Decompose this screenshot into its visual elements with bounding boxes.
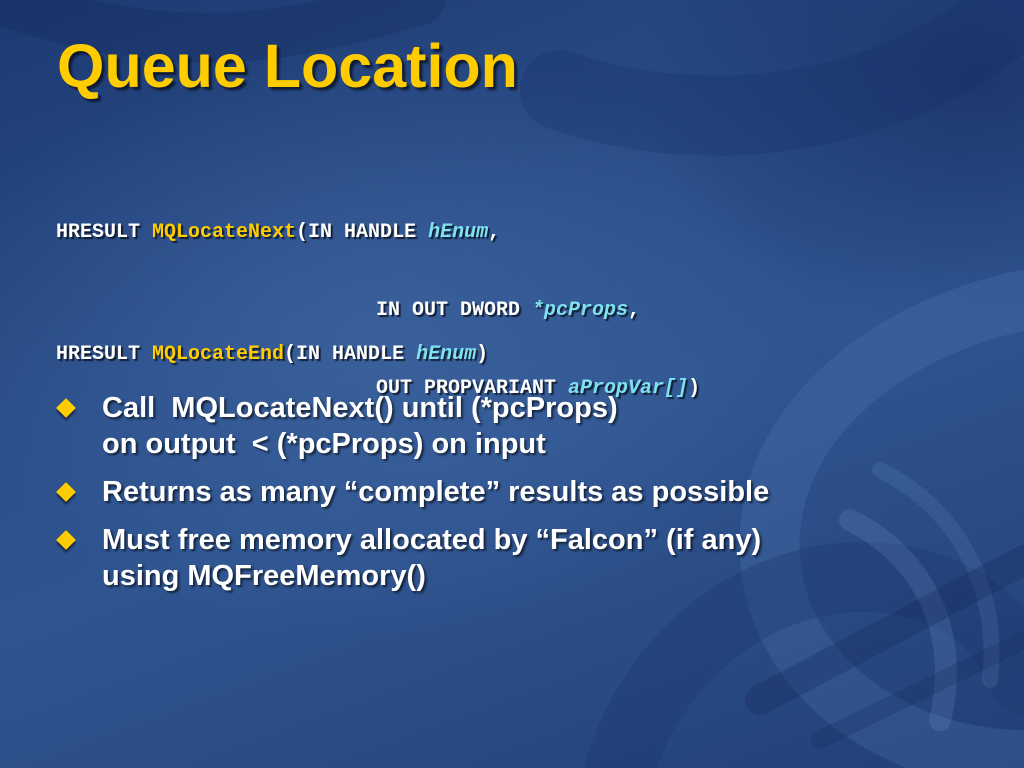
slide-title: Queue Location bbox=[57, 32, 518, 100]
arg-close: ) bbox=[476, 343, 489, 366]
diamond-bullet-icon bbox=[56, 530, 76, 550]
bullet-text-line: Returns as many “complete” results as po… bbox=[102, 476, 770, 508]
mqlocateend-line: HRESULT MQLocateEnd(IN HANDLE hEnum) bbox=[56, 342, 488, 368]
bullet-item: Returns as many “complete” results as po… bbox=[56, 474, 957, 510]
bullet-text-line: on output < (*pcProps) on input bbox=[102, 428, 546, 460]
arg-type: (IN HANDLE bbox=[284, 343, 417, 366]
param-henum: hEnum bbox=[416, 343, 477, 366]
mqlocatenext-line-3: OUT PROPVARIANT aPropVar[]) bbox=[56, 376, 700, 402]
bullet-text-line: using MQFreeMemory() bbox=[102, 560, 426, 592]
param-pcprops: *pcProps bbox=[532, 299, 629, 322]
arg-separator: , bbox=[488, 221, 501, 244]
diamond-bullet-icon bbox=[56, 482, 76, 502]
arg-type: OUT PROPVARIANT bbox=[376, 377, 569, 400]
arg-close: ) bbox=[688, 377, 701, 400]
mqlocatenext-signature: HRESULT MQLocateNext(IN HANDLE hEnum, IN… bbox=[56, 168, 700, 454]
bullet-item: Call MQLocateNext() until (*pcProps) on … bbox=[56, 390, 957, 462]
bullet-list: Call MQLocateNext() until (*pcProps) on … bbox=[56, 390, 957, 606]
function-name-mqlocateend: MQLocateEnd bbox=[152, 343, 285, 366]
param-apropvar: aPropVar[] bbox=[568, 377, 689, 400]
arg-type: IN OUT DWORD bbox=[376, 299, 533, 322]
function-name-mqlocatenext: MQLocateNext bbox=[152, 221, 297, 244]
mqlocatenext-line-1: HRESULT MQLocateNext(IN HANDLE hEnum, bbox=[56, 220, 700, 246]
bullet-item: Must free memory allocated by “Falcon” (… bbox=[56, 522, 957, 594]
arg-separator: , bbox=[628, 299, 641, 322]
bullet-text-line: Call MQLocateNext() until (*pcProps) bbox=[102, 392, 618, 424]
return-type: HRESULT bbox=[56, 343, 153, 366]
arg-type: (IN HANDLE bbox=[296, 221, 429, 244]
bullet-text-line: Must free memory allocated by “Falcon” (… bbox=[102, 524, 762, 556]
diamond-bullet-icon bbox=[56, 398, 76, 418]
mqlocatenext-line-2: IN OUT DWORD *pcProps, bbox=[56, 298, 700, 324]
param-henum: hEnum bbox=[428, 221, 489, 244]
return-type: HRESULT bbox=[56, 221, 153, 244]
mqlocateend-signature: HRESULT MQLocateEnd(IN HANDLE hEnum) bbox=[56, 290, 488, 420]
